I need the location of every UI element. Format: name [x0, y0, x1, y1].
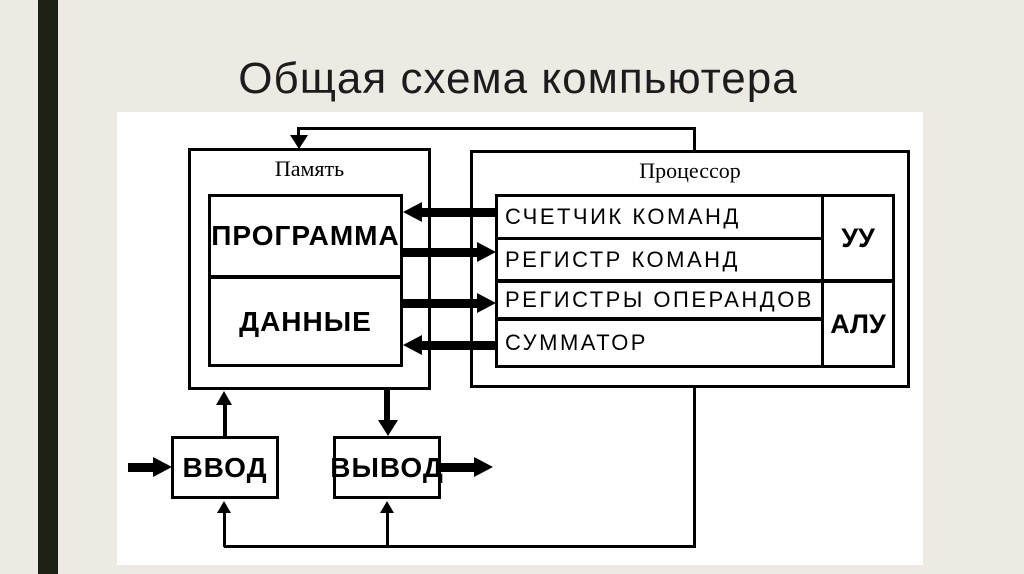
arrow-external-output-shaft	[441, 463, 476, 472]
processor-title: Процессор	[639, 158, 741, 183]
arrow-adder-to-data-shaft	[420, 341, 495, 350]
output-block: ВЫВОД	[330, 436, 443, 499]
arrow-external-output-icon	[474, 457, 493, 477]
arrow-bus-to-output-icon	[380, 501, 394, 513]
processor-units-column: УУ АЛУ	[821, 197, 892, 365]
arrow-external-input-shaft	[128, 463, 155, 472]
memory-cell-data: ДАННЫЕ	[239, 305, 372, 337]
arrow-input-to-memory-icon	[216, 391, 232, 405]
arrow-bus-to-input-shaft	[223, 512, 226, 547]
diagram-canvas: Память ПРОГРАММА ДАННЫЕ Процессор СЧЕТЧИ…	[117, 112, 923, 565]
processor-row-instruction-register: РЕГИСТР КОМАНД	[498, 240, 821, 283]
processor-row-operand-registers: РЕГИСТРЫ ОПЕРАНДОВ	[498, 283, 821, 321]
arrow-memory-to-output-icon	[378, 420, 398, 436]
bus-top-right-vertical-line	[693, 127, 696, 150]
arrow-program-to-register-shaft	[403, 248, 478, 257]
slide-title: Общая схема компьютера	[238, 54, 798, 103]
arrow-program-to-register-icon	[477, 242, 496, 262]
bus-bottom-horizontal-line	[224, 545, 696, 548]
control-unit-cell: УУ	[824, 197, 892, 283]
bus-top-horizontal-line	[298, 127, 696, 130]
memory-inner-box: ПРОГРАММА ДАННЫЕ	[208, 194, 403, 367]
bus-bottom-right-vertical-line	[693, 388, 696, 548]
arrow-counter-to-program-shaft	[420, 208, 495, 217]
arrow-counter-to-program-icon	[403, 202, 422, 222]
arrow-processor-to-memory-icon	[290, 135, 308, 149]
arrow-bus-to-input-icon	[217, 501, 231, 513]
processor-rows: СЧЕТЧИК КОМАНД РЕГИСТР КОМАНД РЕГИСТРЫ О…	[498, 197, 821, 365]
arrow-data-to-operands-icon	[477, 293, 496, 313]
processor-row-adder: СУММАТОР	[505, 330, 648, 355]
alu-cell: АЛУ	[830, 308, 886, 339]
processor-row-instruction-counter: СЧЕТЧИК КОМАНД	[498, 197, 821, 240]
memory-title: Память	[274, 156, 345, 181]
processor-inner-box: СЧЕТЧИК КОМАНД РЕГИСТР КОМАНД РЕГИСТРЫ О…	[495, 194, 895, 368]
arrow-memory-to-output-shaft	[384, 390, 390, 422]
input-block: ВВОД	[171, 436, 279, 499]
memory-cell-program: ПРОГРАММА	[211, 197, 400, 279]
bus-top-left-stub-line	[297, 127, 300, 137]
arrow-external-input-icon	[153, 457, 172, 477]
arrow-data-to-operands-shaft	[403, 299, 478, 308]
left-accent-bar	[38, 0, 58, 574]
arrow-input-to-memory-shaft	[223, 403, 227, 436]
arrow-bus-to-output-shaft	[386, 512, 389, 547]
arrow-adder-to-data-icon	[403, 335, 422, 355]
